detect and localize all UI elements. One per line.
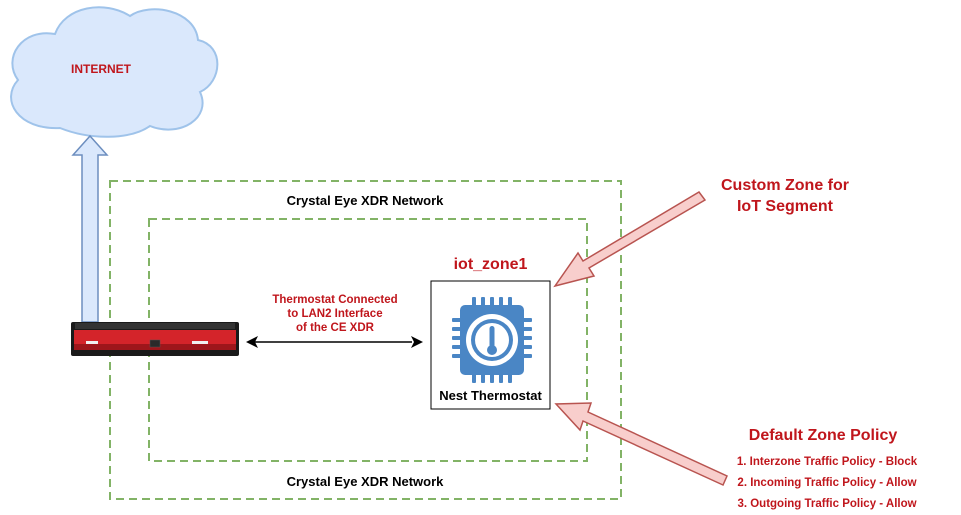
zone-name: iot_zone1 [453,256,528,273]
custom-zone-callout-arrow [553,191,707,288]
custom-zone-line-1: Custom Zone for [721,177,849,194]
default-policy-callout-arrow [554,402,728,486]
connection-label-line-2: to LAN2 Interface [287,308,383,320]
internet-label: INTERNET [71,62,131,76]
connection-label-line-1: Thermostat Connected [272,294,398,306]
lan2-connection-arrow [246,336,423,348]
default-policy-list: 1. Interzone Traffic Policy - Block 2. I… [722,452,932,515]
internet-cloud [10,6,219,138]
uplink-arrow [71,134,109,323]
custom-zone-line-2: IoT Segment [736,198,833,215]
outer-network-label-bottom: Crystal Eye XDR Network [286,474,444,489]
default-policy-title: Default Zone Policy [748,427,898,444]
device-label: Nest Thermostat [439,388,542,403]
custom-zone-callout: Custom Zone for IoT Segment [690,175,880,217]
connection-label: Thermostat Connected to LAN2 Interface o… [260,293,410,335]
thermostat-chip-icon [452,297,532,383]
connection-label-line-3: of the CE XDR [296,322,374,334]
outer-network-label-top: Crystal Eye XDR Network [286,193,444,208]
policy-item-2: 2. Incoming Traffic Policy - Allow [737,477,917,489]
policy-item-3: 3. Outgoing Traffic Policy - Allow [737,498,917,510]
policy-item-1: 1. Interzone Traffic Policy - Block [736,456,918,468]
ce-xdr-appliance [71,322,239,356]
